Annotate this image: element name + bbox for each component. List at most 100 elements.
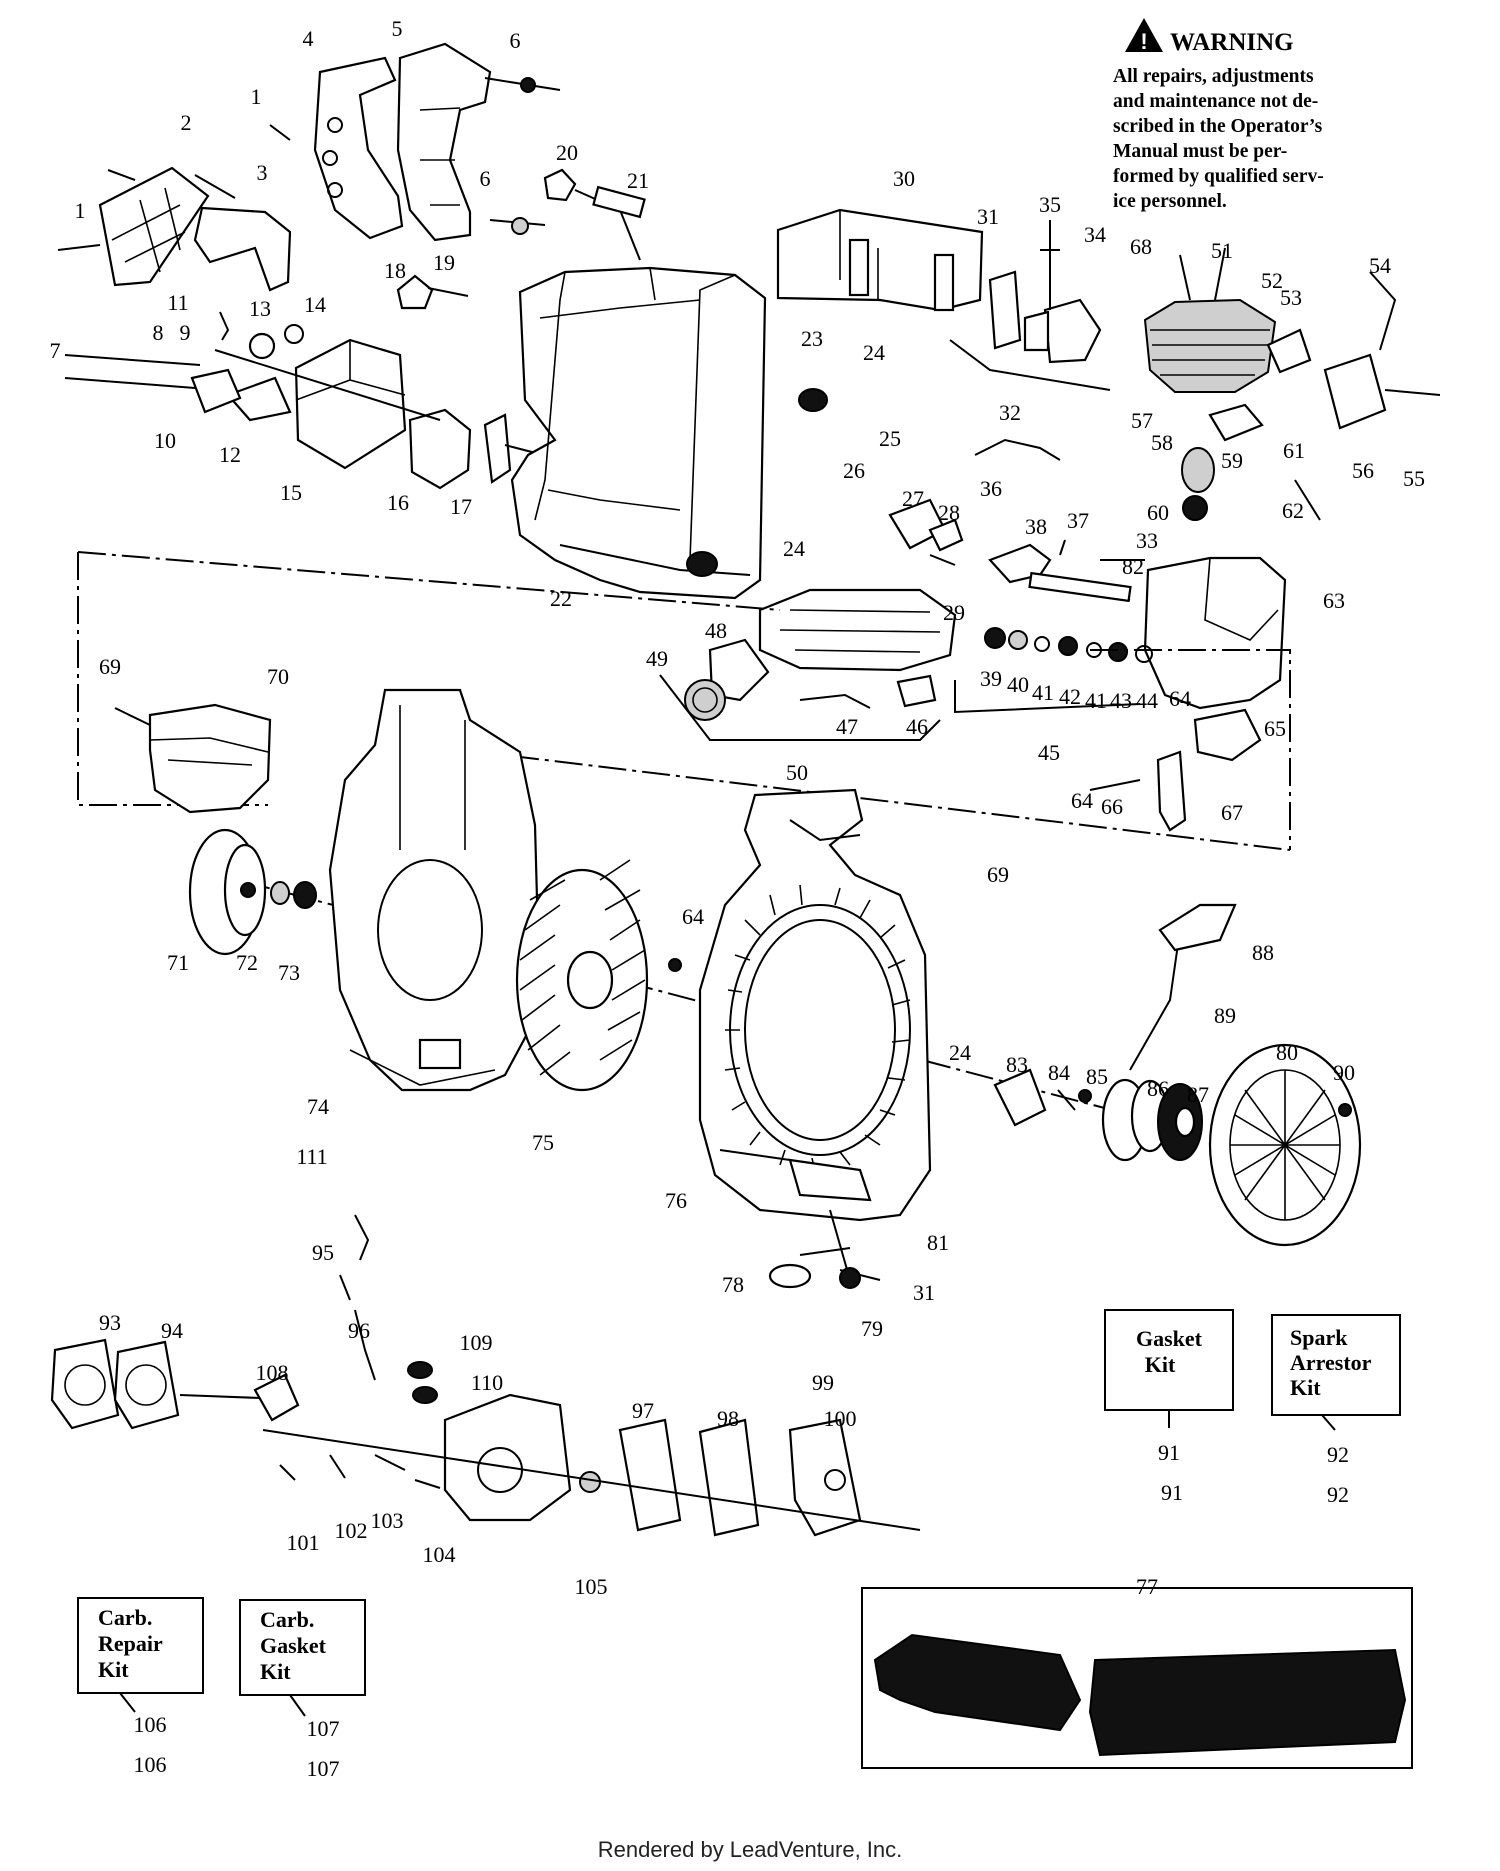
part-number-23: 23 (801, 326, 823, 351)
gasket-kit-line-1: Gasket (1136, 1326, 1203, 1351)
footer-credit: Rendered by LeadVenture, Inc. (598, 1837, 903, 1862)
part-number-73: 73 (278, 960, 300, 985)
part-number-81: 81 (927, 1230, 949, 1255)
part-number-98: 98 (717, 1406, 739, 1431)
warning-line-1: All repairs, adjustments (1113, 66, 1314, 87)
part-number-24: 24 (863, 340, 885, 365)
kit-box-gasket: Gasket Kit (1104, 1309, 1234, 1428)
part-number-32: 32 (999, 400, 1021, 425)
front-housing-part-76 (698, 788, 932, 1289)
crankshaft-group-45 (954, 543, 1153, 714)
warning-line-2: and maintenance not de- (1113, 91, 1318, 112)
part-number-52: 52 (1261, 268, 1283, 293)
part-number-56: 56 (1352, 458, 1374, 483)
part-number-41: 41 (1032, 680, 1054, 705)
filter-cover-group (57, 42, 561, 292)
part-number-92: 92 (1327, 1482, 1349, 1507)
part-number-40: 40 (1007, 672, 1029, 697)
part-number-94: 94 (161, 1318, 183, 1343)
gasket-part-93 (50, 1338, 120, 1430)
part-number-14: 14 (304, 292, 326, 317)
rear-housing-part-74 (328, 688, 542, 1092)
part-number-57: 57 (1131, 408, 1153, 433)
carb-repair-kit-line-3: Kit (98, 1657, 129, 1682)
part-number-17: 17 (450, 494, 472, 519)
starter-handle-group (888, 438, 1066, 566)
flywheel-part-71 (188, 828, 317, 956)
carb-repair-kit-line-1: Carb. (98, 1605, 152, 1630)
part-number-84: 84 (1048, 1060, 1070, 1085)
part-number-46: 46 (906, 714, 928, 739)
part-number-21: 21 (627, 168, 649, 193)
part-number-2: 2 (181, 110, 192, 135)
part-number-61: 61 (1283, 438, 1305, 463)
carb-repair-kit-line-2: Repair (98, 1631, 163, 1656)
part-number-91: 91 (1161, 1480, 1183, 1505)
crankcase-part-63 (1089, 556, 1287, 832)
part-number-1: 1 (75, 198, 86, 223)
part-number-72: 72 (236, 950, 258, 975)
part-number-111: 111 (296, 1144, 327, 1169)
part-number-102: 102 (335, 1518, 368, 1543)
part-number-15: 15 (280, 480, 302, 505)
part-number-65: 65 (1264, 716, 1286, 741)
part-number-85: 85 (1086, 1064, 1108, 1089)
part-number-60: 60 (1147, 500, 1169, 525)
part-number-22: 22 (550, 586, 572, 611)
part-number-90: 90 (1333, 1060, 1355, 1085)
part-number-69: 69 (99, 654, 121, 679)
fan-impeller-part-75 (515, 859, 682, 1092)
part-number-100: 100 (824, 1406, 857, 1431)
kit-box-carb-gasket: Carb. Gasket Kit (239, 1599, 366, 1717)
part-number-64: 64 (1071, 788, 1093, 813)
spark-arrestor-kit-line-1: Spark (1290, 1325, 1348, 1350)
part-number-8: 8 (153, 320, 164, 345)
part-number-43: 43 (1110, 688, 1132, 713)
part-number-101: 101 (287, 1530, 320, 1555)
gasket-part-17 (483, 413, 512, 484)
part-number-30: 30 (893, 166, 915, 191)
part-number-80: 80 (1276, 1040, 1298, 1065)
kit-box-spark-arrestor: Spark Arrestor Kit (1271, 1314, 1401, 1431)
kit-number-92: 92 (1327, 1442, 1349, 1467)
part-number-5: 5 (392, 16, 403, 41)
part-number-93: 93 (99, 1310, 121, 1335)
fan-housing-part-70 (114, 703, 272, 814)
part-number-77: 77 (1136, 1574, 1158, 1599)
carb-gasket-kit-line-3: Kit (260, 1659, 291, 1684)
warning-line-6: ice personnel. (1113, 191, 1227, 212)
gasket-kit-line-2: Kit (1145, 1352, 1176, 1377)
part-number-76: 76 (665, 1188, 687, 1213)
part-number-68: 68 (1130, 234, 1152, 259)
air-filter-carb-group (64, 274, 556, 490)
part-number-9: 9 (180, 320, 191, 345)
bracket-part-67 (1156, 750, 1187, 832)
carburetor-lower-group (50, 1214, 921, 1537)
part-number-44: 44 (1136, 688, 1158, 713)
kit-number-106: 106 (134, 1712, 167, 1737)
part-number-4: 4 (303, 26, 314, 51)
part-number-47: 47 (836, 714, 858, 739)
blower-tube-part-77 (861, 1587, 1413, 1769)
part-number-69: 69 (987, 862, 1009, 887)
part-number-6: 6 (510, 28, 521, 53)
part-number-53: 53 (1280, 285, 1302, 310)
part-number-70: 70 (267, 664, 289, 689)
part-number-74: 74 (307, 1094, 329, 1119)
warning-line-4: Manual must be per- (1113, 141, 1287, 162)
part-number-107: 107 (307, 1756, 340, 1781)
part-number-87: 87 (1187, 1082, 1209, 1107)
part-number-96: 96 (348, 1318, 370, 1343)
part-number-106: 106 (134, 1752, 167, 1777)
part-number-38: 38 (1025, 514, 1047, 539)
starter-assembly (993, 903, 1362, 1247)
part-number-36: 36 (980, 476, 1002, 501)
part-number-27: 27 (902, 486, 924, 511)
warning-title: WARNING (1170, 29, 1294, 56)
part-number-1: 1 (251, 84, 262, 109)
part-number-11: 11 (167, 290, 188, 315)
part-number-28: 28 (938, 500, 960, 525)
warning-block: ! WARNING All repairs, adjustments and m… (1113, 18, 1324, 212)
